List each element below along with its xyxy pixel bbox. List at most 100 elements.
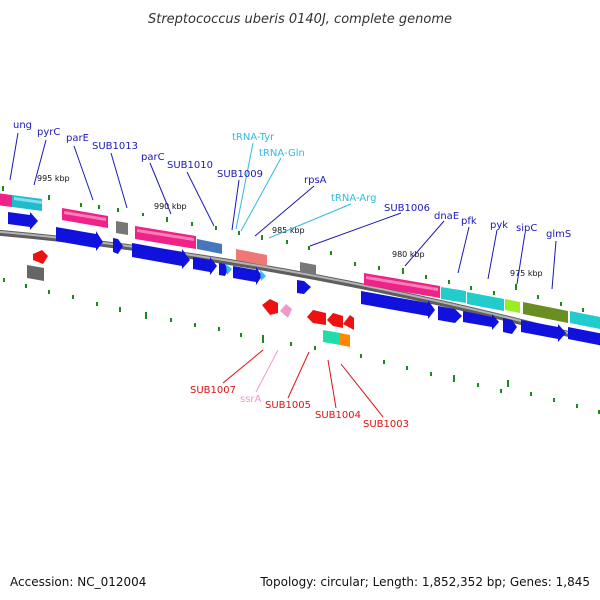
feature-bar[interactable] xyxy=(505,299,520,313)
reverse-gene-arrow[interactable] xyxy=(262,299,278,315)
leader-line xyxy=(9,132,19,181)
feature-bar[interactable] xyxy=(116,221,128,235)
gene-label-pfk[interactable]: pfk xyxy=(461,216,477,227)
leader-line xyxy=(222,349,264,384)
gene-label-rpsa[interactable]: rpsA xyxy=(304,175,327,186)
leader-line xyxy=(231,179,240,231)
reverse-gene-arrow[interactable] xyxy=(307,310,326,325)
tick-mark xyxy=(448,280,450,284)
tick-mark xyxy=(406,366,408,370)
gene-arrow[interactable] xyxy=(521,320,566,342)
leader-line xyxy=(33,139,47,186)
gene-label-sub1007[interactable]: SUB1007 xyxy=(190,385,236,396)
gene-label-ung[interactable]: ung xyxy=(13,120,32,131)
feature-bar[interactable] xyxy=(570,311,600,330)
gene-arrow[interactable] xyxy=(503,318,517,334)
gene-label-sipc[interactable]: sipC xyxy=(516,223,537,234)
tick-mark xyxy=(430,372,432,376)
leader-line xyxy=(404,220,445,267)
gene-arrow[interactable] xyxy=(219,263,228,276)
gene-label-sub1006[interactable]: SUB1006 xyxy=(384,203,430,214)
tick-mark xyxy=(360,354,362,358)
feature-bar[interactable] xyxy=(300,262,316,275)
tick-mark xyxy=(2,186,4,191)
tick-mark xyxy=(378,266,380,270)
gene-arrow[interactable] xyxy=(463,311,499,330)
feature-bar[interactable] xyxy=(0,193,12,207)
tick-mark xyxy=(598,410,600,414)
gene-label-sub1010[interactable]: SUB1010 xyxy=(167,160,213,171)
trna-arrow[interactable] xyxy=(260,270,266,281)
trna-arrow[interactable] xyxy=(226,264,232,275)
tick-mark xyxy=(402,268,404,274)
gene-arrow[interactable] xyxy=(361,291,435,319)
feature-bar[interactable] xyxy=(467,292,504,311)
leader-line xyxy=(340,363,384,418)
tick-mark xyxy=(354,262,356,266)
tick-mark xyxy=(500,389,502,393)
leader-line xyxy=(149,162,172,215)
scale-label: 975 kbp xyxy=(510,269,543,278)
leader-line xyxy=(73,145,94,201)
tick-mark xyxy=(560,302,562,306)
gene-label-trna-arg[interactable]: tRNA-Arg xyxy=(331,193,376,204)
gene-label-pyrc[interactable]: pyrC xyxy=(37,127,60,138)
trna-gene-arrows xyxy=(226,264,266,281)
gene-arrow[interactable] xyxy=(8,212,38,230)
tick-mark xyxy=(145,312,147,319)
tick-mark xyxy=(553,398,555,402)
reverse-gene-arrow[interactable] xyxy=(33,250,48,264)
feature-bar[interactable] xyxy=(340,333,350,347)
tick-mark xyxy=(191,222,193,226)
gene-label-glms[interactable]: glmS xyxy=(546,229,571,240)
gene-label-ssra[interactable]: ssrA xyxy=(240,394,262,405)
feature-bar[interactable] xyxy=(523,302,568,323)
gene-arrow[interactable] xyxy=(56,227,103,251)
gene-label-sub1005[interactable]: SUB1005 xyxy=(265,400,311,411)
gene-arrow[interactable] xyxy=(297,280,311,294)
tick-mark xyxy=(477,383,479,387)
reverse-gene-arrow[interactable] xyxy=(343,315,354,330)
map-title: Streptococcus uberis 0140J, complete gen… xyxy=(148,12,452,27)
gene-arrow[interactable] xyxy=(233,266,262,285)
gene-arrow[interactable] xyxy=(438,306,462,323)
gene-label-sub1004[interactable]: SUB1004 xyxy=(315,410,361,421)
feature-bar[interactable] xyxy=(197,239,222,254)
gene-label-dnae[interactable]: dnaE xyxy=(434,211,459,222)
gene-arrow[interactable] xyxy=(193,257,217,275)
gene-label-pare[interactable]: parE xyxy=(66,133,89,144)
tick-mark xyxy=(194,323,196,327)
reverse-gene-arrow[interactable] xyxy=(327,313,343,328)
leader-line xyxy=(254,185,315,237)
tick-mark xyxy=(582,308,584,312)
gene-arrow[interactable] xyxy=(113,238,123,254)
gene-label-sub1013[interactable]: SUB1013 xyxy=(92,141,138,152)
tick-mark xyxy=(261,235,263,240)
tick-mark xyxy=(493,291,495,295)
ssra-arrow[interactable] xyxy=(280,304,292,318)
tick-mark xyxy=(142,213,144,216)
leader-line xyxy=(457,226,470,274)
feature-bar[interactable] xyxy=(27,265,44,281)
gene-label-sub1009[interactable]: SUB1009 xyxy=(217,169,263,180)
feature-bar[interactable] xyxy=(441,287,466,303)
gene-label-sub1003[interactable]: SUB1003 xyxy=(363,419,409,430)
tick-mark xyxy=(530,392,532,396)
leader-line xyxy=(240,157,282,232)
gene-label-parc[interactable]: parC xyxy=(141,152,165,163)
tick-mark xyxy=(290,342,292,346)
gene-label-pyk[interactable]: pyk xyxy=(490,220,508,231)
gene-label-trna-gln[interactable]: tRNA-Gln xyxy=(259,148,305,159)
scale-label: 995 kbp xyxy=(37,174,70,183)
topology-text: Topology: circular; Length: 1,852,352 bp… xyxy=(259,575,590,589)
feature-bar[interactable] xyxy=(236,249,267,266)
scale-ticks xyxy=(2,186,600,414)
gene-arrow[interactable] xyxy=(132,243,190,269)
gene-label-trna-tyr[interactable]: tRNA-Tyr xyxy=(232,132,275,143)
tick-mark xyxy=(48,290,50,294)
gene-arrow[interactable] xyxy=(568,327,600,346)
feature-bar[interactable] xyxy=(323,330,340,345)
feature-track-upper xyxy=(0,193,600,330)
